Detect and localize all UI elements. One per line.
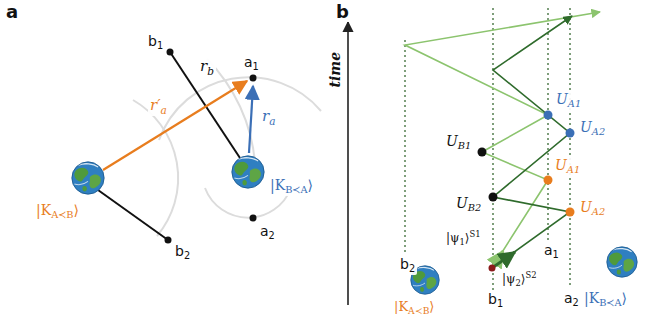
axis-label: time: [328, 50, 343, 90]
state-label: |KA≺B⟩: [34, 203, 81, 221]
worldline-label: a1: [542, 243, 561, 261]
subscript: A2: [592, 206, 605, 217]
state-label: |KA≺B⟩: [392, 300, 436, 316]
earth-icon: [72, 162, 104, 194]
subscript: 2: [573, 297, 579, 308]
subscript: A≺B: [408, 306, 429, 316]
earth-icon: [232, 156, 264, 188]
superscript: S1: [469, 229, 480, 239]
state-label: |KB≺A⟩: [268, 178, 315, 196]
point-label: b2: [173, 244, 192, 262]
state-arrow: [492, 252, 515, 268]
worldline-label: b2: [398, 257, 417, 275]
subscript: A1: [568, 98, 581, 109]
subscript: 2: [269, 230, 275, 241]
event-dots: [478, 111, 575, 272]
distance-label: ra: [260, 108, 277, 127]
panel-letter: a: [4, 2, 20, 22]
operation-label: UA2: [578, 200, 607, 218]
subscript: A2: [592, 126, 605, 137]
earth-icon: [607, 247, 637, 277]
point-label: a2: [258, 224, 277, 242]
operation-label: UA1: [554, 92, 583, 110]
subscript: 1: [459, 237, 464, 247]
worldline-label: b1: [486, 292, 505, 310]
worldline-label: a2: [562, 291, 581, 309]
state-label: |KB≺A⟩: [582, 291, 629, 309]
state-label: |ψ1⟩S1: [444, 230, 483, 247]
time-axis: [347, 22, 349, 305]
subscript: B≺A: [599, 297, 621, 308]
subscript: B≺A: [285, 184, 307, 195]
subscript: b: [207, 65, 214, 77]
subscript: B2: [468, 202, 481, 213]
light-signal: [405, 12, 600, 268]
subscript: 1: [157, 40, 163, 51]
subscript: 1: [253, 61, 259, 72]
state-label: |ψ2⟩S2: [500, 271, 539, 288]
distance-label: rb: [198, 58, 216, 77]
point-label: a1: [242, 55, 261, 73]
subscript: 1: [553, 249, 559, 260]
operation-label: UA2: [578, 120, 607, 138]
baseline-b1: [170, 52, 240, 158]
light-signal: [492, 16, 572, 268]
subscript: a: [269, 115, 275, 127]
subscript: A≺B: [51, 209, 73, 220]
subscript: 2: [409, 263, 415, 274]
subscript: 2: [515, 278, 520, 288]
operation-label: UB1: [444, 134, 473, 152]
superscript: S2: [525, 270, 536, 280]
operation-label: UA1: [553, 158, 582, 176]
point-dots: [165, 49, 257, 244]
baseline-b2: [98, 190, 168, 240]
subscript: a: [161, 104, 167, 116]
distance-arrow: [249, 86, 253, 153]
subscript: A1: [567, 164, 580, 175]
panel-letter: b: [334, 2, 351, 22]
subscript: 1: [497, 298, 503, 309]
range-arcs: [133, 59, 321, 236]
operation-label: UB2: [454, 196, 483, 214]
subscript: 2: [184, 250, 190, 261]
distance-label: r′a: [148, 97, 169, 116]
point-label: b1: [146, 34, 165, 52]
subscript: B1: [458, 140, 471, 151]
distance-arrow: [103, 81, 247, 170]
